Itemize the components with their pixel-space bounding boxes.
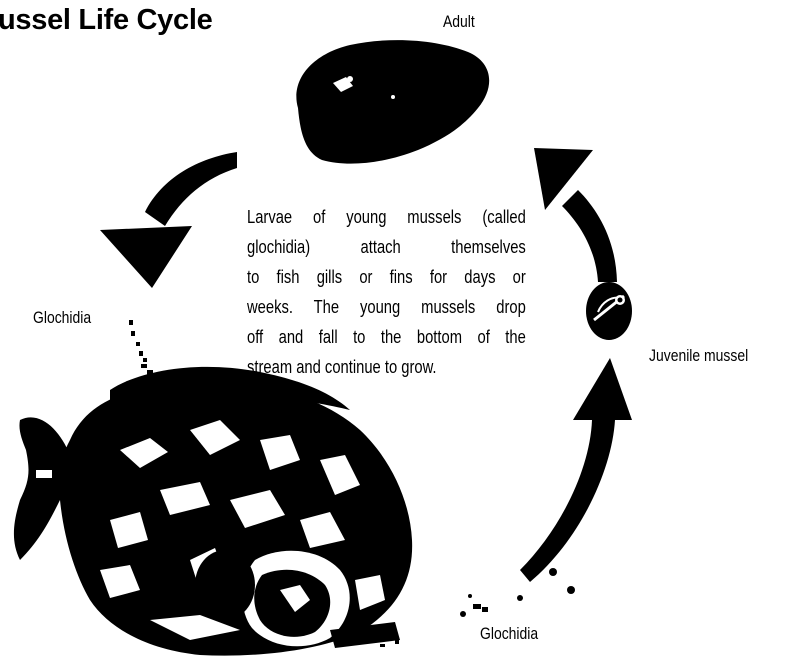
cycle-arrow-icon	[534, 148, 617, 282]
glochidia-icon	[129, 320, 153, 380]
cycle-arrow-icon	[520, 358, 632, 582]
glochidia-icon	[460, 568, 575, 617]
juvenile-mussel-icon	[586, 282, 632, 340]
adult-mussel-icon	[296, 40, 489, 164]
cycle-arrow-icon	[100, 152, 237, 288]
fish-icon	[14, 367, 412, 656]
